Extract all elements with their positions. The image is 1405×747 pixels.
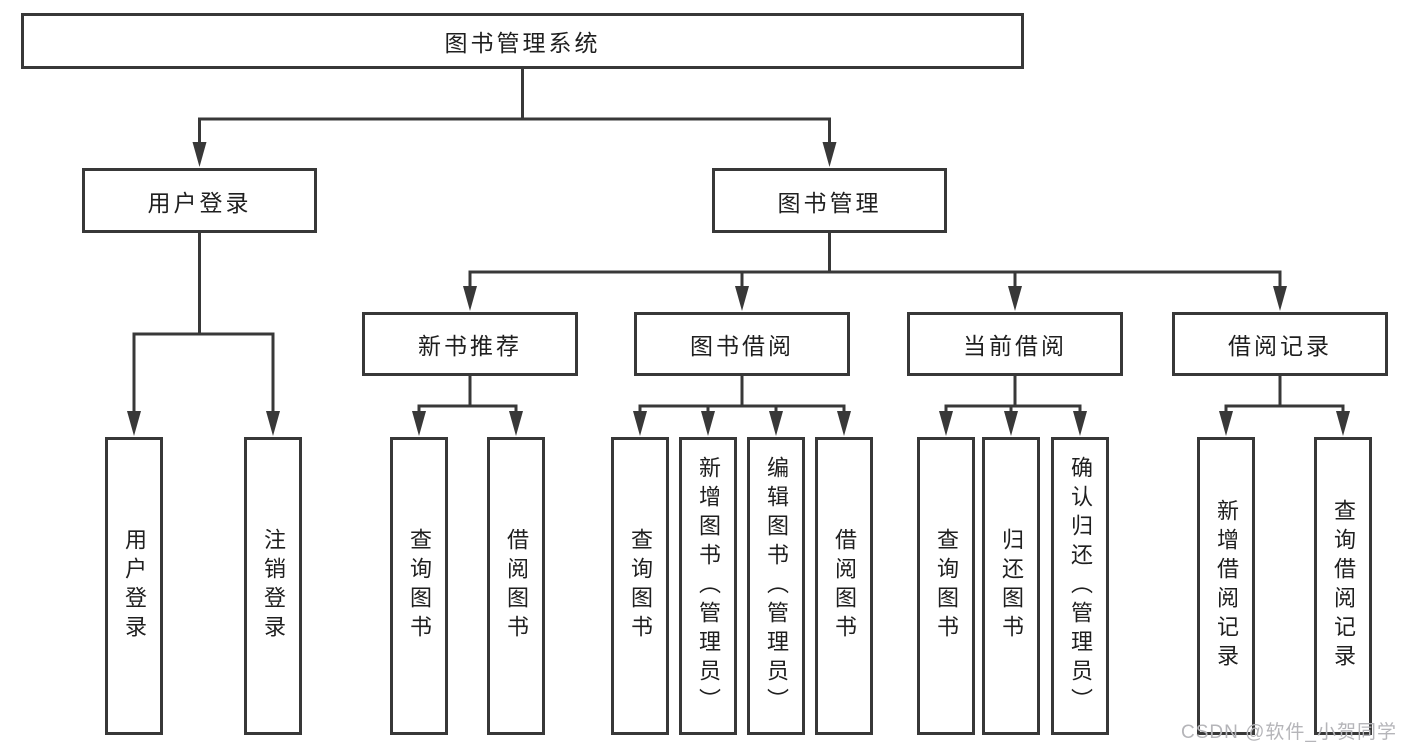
connector-segments: [132, 69, 1345, 414]
connector-bookborrow-to-leaves: [638, 376, 846, 414]
arrowhead-icon: [701, 411, 715, 436]
node-current-borrowing-label: 当前借阅: [963, 333, 1067, 359]
node-root: 图书管理系统: [21, 13, 1024, 69]
node-user-login-label: 用户登录: [147, 189, 252, 216]
node-book-management: 图书管理: [712, 168, 947, 233]
leaf-edit-books-admin-label: 编辑图书（管理员）: [764, 455, 789, 717]
leaf-edit-books-admin: 编辑图书（管理员）: [747, 437, 805, 735]
leaf-confirm-return-admin: 确认归还（管理员）: [1051, 437, 1109, 735]
node-book-management-label: 图书管理: [777, 189, 882, 216]
leaf-query-borrow-record-label: 查询借阅记录: [1331, 499, 1356, 673]
leaf-user-login-label: 用户登录: [122, 528, 147, 644]
leaf-user-login: 用户登录: [105, 437, 163, 735]
leaf-query-books-borrowing-label: 查询图书: [628, 528, 653, 644]
arrowhead-icon: [412, 411, 426, 436]
arrowhead-icon: [1008, 286, 1022, 311]
leaf-add-books-admin: 新增图书（管理员）: [679, 437, 737, 735]
leaf-borrow-books-borrowing: 借阅图书: [815, 437, 873, 735]
arrowhead-icon: [1004, 411, 1018, 436]
leaf-query-books-recommend: 查询图书: [390, 437, 448, 735]
leaf-query-books-borrowing: 查询图书: [611, 437, 669, 735]
leaf-add-books-admin-label: 新增图书（管理员）: [696, 455, 721, 717]
arrowhead-icon: [127, 411, 141, 436]
leaf-logout-label: 注销登录: [261, 528, 286, 644]
connector-root-to-level2: [198, 69, 831, 145]
leaf-query-books-current-label: 查询图书: [934, 528, 959, 644]
node-book-borrowing-label: 图书借阅: [690, 333, 794, 359]
leaf-add-borrow-record: 新增借阅记录: [1197, 437, 1255, 735]
connector-newbook-to-leaves: [417, 376, 518, 414]
leaf-query-books-current: 查询图书: [917, 437, 975, 735]
csdn-watermark: CSDN @软件_小贺同学: [1181, 722, 1397, 743]
arrowhead-icon: [1073, 411, 1087, 436]
arrowhead-icon: [1273, 286, 1287, 311]
leaf-return-books-label: 归还图书: [999, 528, 1024, 644]
leaf-confirm-return-admin-label: 确认归还（管理员）: [1068, 455, 1093, 717]
arrowhead-icon: [769, 411, 783, 436]
arrowhead-icon: [735, 286, 749, 311]
node-borrow-records-label: 借阅记录: [1228, 333, 1332, 359]
node-book-borrowing: 图书借阅: [634, 312, 850, 376]
node-new-book-recommend-label: 新书推荐: [418, 333, 522, 359]
arrowhead-icon: [939, 411, 953, 436]
arrowhead-icon: [463, 286, 477, 311]
leaf-borrow-books-borrowing-label: 借阅图书: [832, 528, 857, 644]
arrowheads: [127, 142, 1350, 436]
arrowhead-icon: [266, 411, 280, 436]
arrowhead-icon: [837, 411, 851, 436]
connector-borrowrecords-to-leaves: [1224, 376, 1345, 414]
connector-userlogin-to-leaves: [132, 233, 275, 414]
arrowhead-icon: [822, 142, 837, 167]
node-current-borrowing: 当前借阅: [907, 312, 1123, 376]
leaf-query-borrow-record: 查询借阅记录: [1314, 437, 1372, 735]
arrowhead-icon: [633, 411, 647, 436]
arrowhead-icon: [192, 142, 207, 167]
leaf-add-borrow-record-label: 新增借阅记录: [1214, 499, 1239, 673]
node-root-label: 图书管理系统: [444, 30, 601, 56]
leaf-borrow-books-recommend: 借阅图书: [487, 437, 545, 735]
arrowhead-icon: [1219, 411, 1233, 436]
connector-currentborrow-to-leaves: [944, 376, 1082, 414]
arrowhead-icon: [1336, 411, 1350, 436]
leaf-borrow-books-recommend-label: 借阅图书: [504, 528, 529, 644]
arrowhead-icon: [509, 411, 523, 436]
node-user-login: 用户登录: [82, 168, 317, 233]
leaf-logout: 注销登录: [244, 437, 302, 735]
leaf-query-books-recommend-label: 查询图书: [407, 528, 432, 644]
node-borrow-records: 借阅记录: [1172, 312, 1388, 376]
node-new-book-recommend: 新书推荐: [362, 312, 578, 376]
leaf-return-books: 归还图书: [982, 437, 1040, 735]
connector-bookmgmt-to-level3: [468, 233, 1282, 289]
